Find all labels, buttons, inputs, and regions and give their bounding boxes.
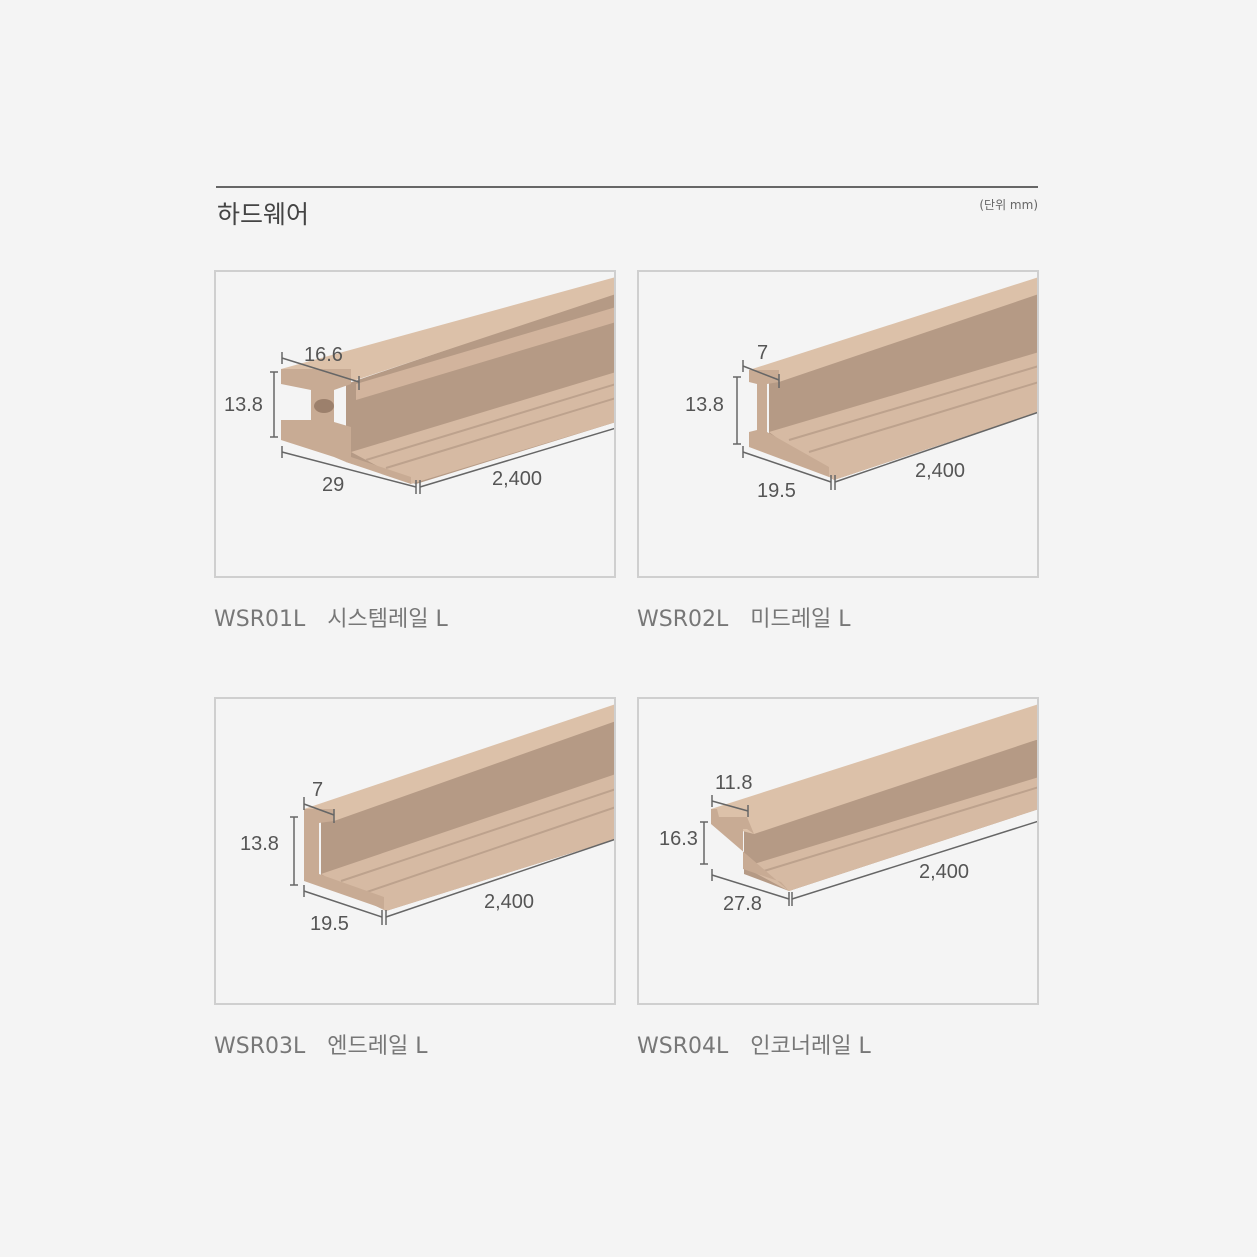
dim-height: 13.8 [685,394,724,416]
dim-width: 27.8 [723,893,762,915]
dim-top: 16.6 [304,344,343,366]
product-label: WSR01L 시스템레일 L [214,601,448,633]
dim-width: 19.5 [310,913,349,935]
product-card-wsr03l: 7 13.8 19.5 2,400 [214,697,616,1005]
product-code: WSR03L [214,1034,306,1059]
product-card-wsr04l: 11.8 16.3 27.8 2,400 [637,697,1039,1005]
dim-width: 29 [322,474,345,496]
product-name: 엔드레일 L [327,1034,428,1059]
dim-length: 2,400 [492,468,543,490]
dim-length: 2,400 [915,460,966,482]
dim-height: 13.8 [224,394,263,416]
product-name: 인코너레일 L [750,1034,871,1059]
product-code: WSR02L [637,607,729,632]
dim-length: 2,400 [919,861,970,883]
product-label: WSR02L 미드레일 L [637,601,850,633]
header-divider [216,186,1038,188]
dim-height: 13.8 [240,833,279,855]
product-card-wsr01l: 16.6 13.8 29 2,400 [214,270,616,578]
product-code: WSR04L [637,1034,729,1059]
product-label: WSR03L 엔드레일 L [214,1028,427,1060]
product-name: 미드레일 L [750,607,851,632]
product-code: WSR01L [214,607,306,632]
dim-top: 7 [312,779,324,801]
unit-note: (단위 mm) [979,198,1038,212]
dim-top: 11.8 [715,772,753,794]
dim-height: 16.3 [659,828,698,850]
dim-width: 19.5 [757,480,796,502]
rail-illustration [290,704,614,925]
product-card-wsr02l: 7 13.8 19.5 2,400 [637,270,1039,578]
rail-illustration [700,704,1037,906]
rail-illustration [733,277,1037,490]
rail-illustration [270,277,614,494]
dim-length: 2,400 [484,891,535,913]
dim-top: 7 [757,342,769,364]
product-name: 시스템레일 L [327,607,448,632]
page-title: 하드웨어 [217,200,310,229]
product-label: WSR04L 인코너레일 L [637,1028,871,1060]
